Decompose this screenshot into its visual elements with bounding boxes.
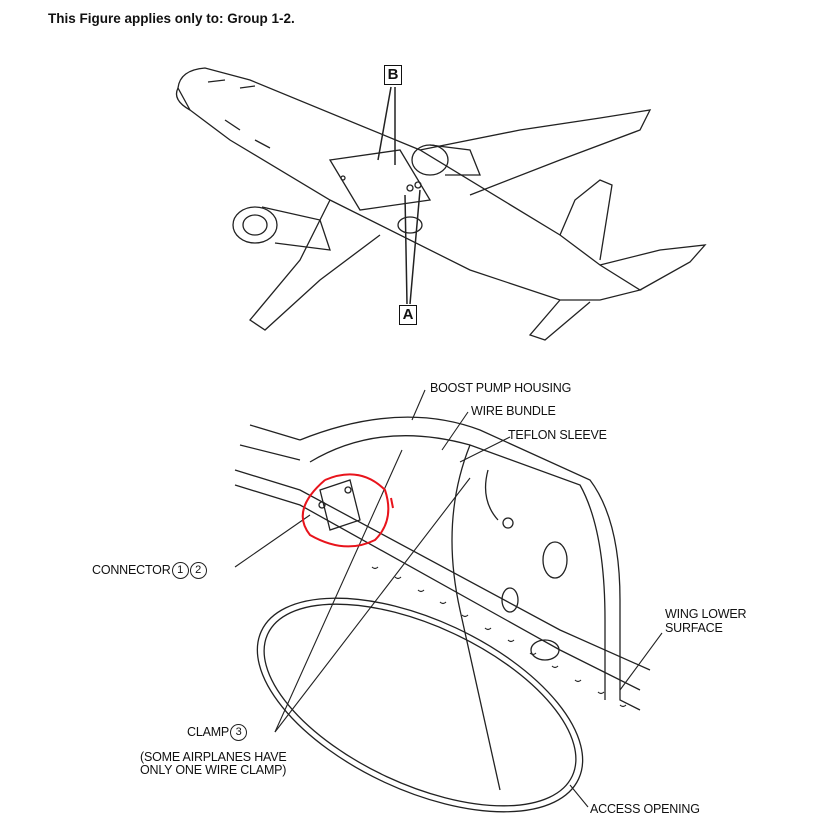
boost-pump-detail-illustration <box>234 416 651 813</box>
red-highlight-circle <box>301 473 394 548</box>
clamp-note: (SOME AIRPLANES HAVE ONLY ONE WIRE CLAMP… <box>140 751 287 777</box>
teflon-sleeve-callout: TEFLON SLEEVE <box>508 428 607 442</box>
view-arrows <box>377 86 421 305</box>
view-b-label: B <box>384 65 402 85</box>
clamp-note-line-2: ONLY ONE WIRE CLAMP) <box>140 763 287 777</box>
view-a-label: A <box>399 305 417 325</box>
connector-ref-2: 2 <box>189 562 207 579</box>
clamp-label: CLAMP <box>187 724 230 739</box>
wing-lower-surface-line-1: WING LOWER <box>665 607 747 621</box>
connector-label: CONNECTOR <box>92 562 171 577</box>
wing-lower-surface-line-2: SURFACE <box>665 621 723 635</box>
figure-applicability-heading: This Figure applies only to: Group 1-2. <box>48 11 295 26</box>
airplane-illustration <box>175 67 707 341</box>
wire-bundle-callout: WIRE BUNDLE <box>471 404 556 418</box>
access-opening-callout: ACCESS OPENING <box>590 802 700 816</box>
leader-lines <box>234 389 663 808</box>
wing-lower-surface-callout: WING LOWER SURFACE <box>665 607 747 635</box>
clamp-ref: 3 <box>230 724 248 741</box>
clamp-note-line-1: (SOME AIRPLANES HAVE <box>140 750 287 764</box>
boost-pump-housing-callout: BOOST PUMP HOUSING <box>430 381 572 395</box>
connector-ref-1: 1 <box>171 562 189 579</box>
